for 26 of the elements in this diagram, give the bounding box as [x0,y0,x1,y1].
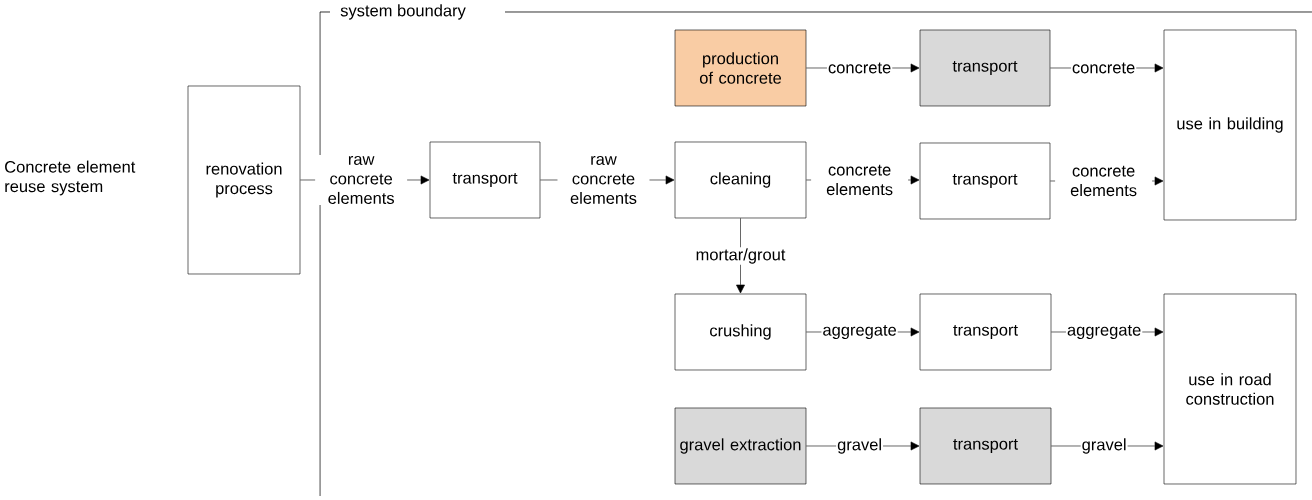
process-box: transport [429,141,541,219]
arrow [736,218,745,294]
edge-label: gravel [1080,437,1128,455]
process-box: transport [919,142,1051,220]
process-box: production of concrete [674,29,807,107]
edge-label: aggregate [821,323,898,341]
process-box: use in building [1163,29,1297,221]
edge-label: concrete [826,61,893,75]
edge-label: gravel [836,437,884,455]
process-box: gravel extraction [674,407,807,485]
edge-label: concrete [1070,61,1137,75]
edge-label: mortar/grout [694,247,787,265]
edge-label: aggregate [1065,323,1143,341]
edge-label: concrete elements [811,163,909,197]
process-box: transport [919,293,1052,371]
process-box: transport [919,407,1052,485]
process-box: crushing [674,293,807,371]
process-box: use in road construction [1163,293,1297,485]
edge-label: concrete elements [1055,164,1153,198]
boundary-label: system boundary [340,4,466,20]
process-box: renovation process [187,85,301,275]
process-box: cleaning [674,141,807,219]
edge-label: raw concrete elements [315,155,408,205]
system-title: Concrete element reuse system [5,160,136,196]
process-box: transport [919,29,1051,107]
edge-label: raw concrete elements [557,155,650,205]
